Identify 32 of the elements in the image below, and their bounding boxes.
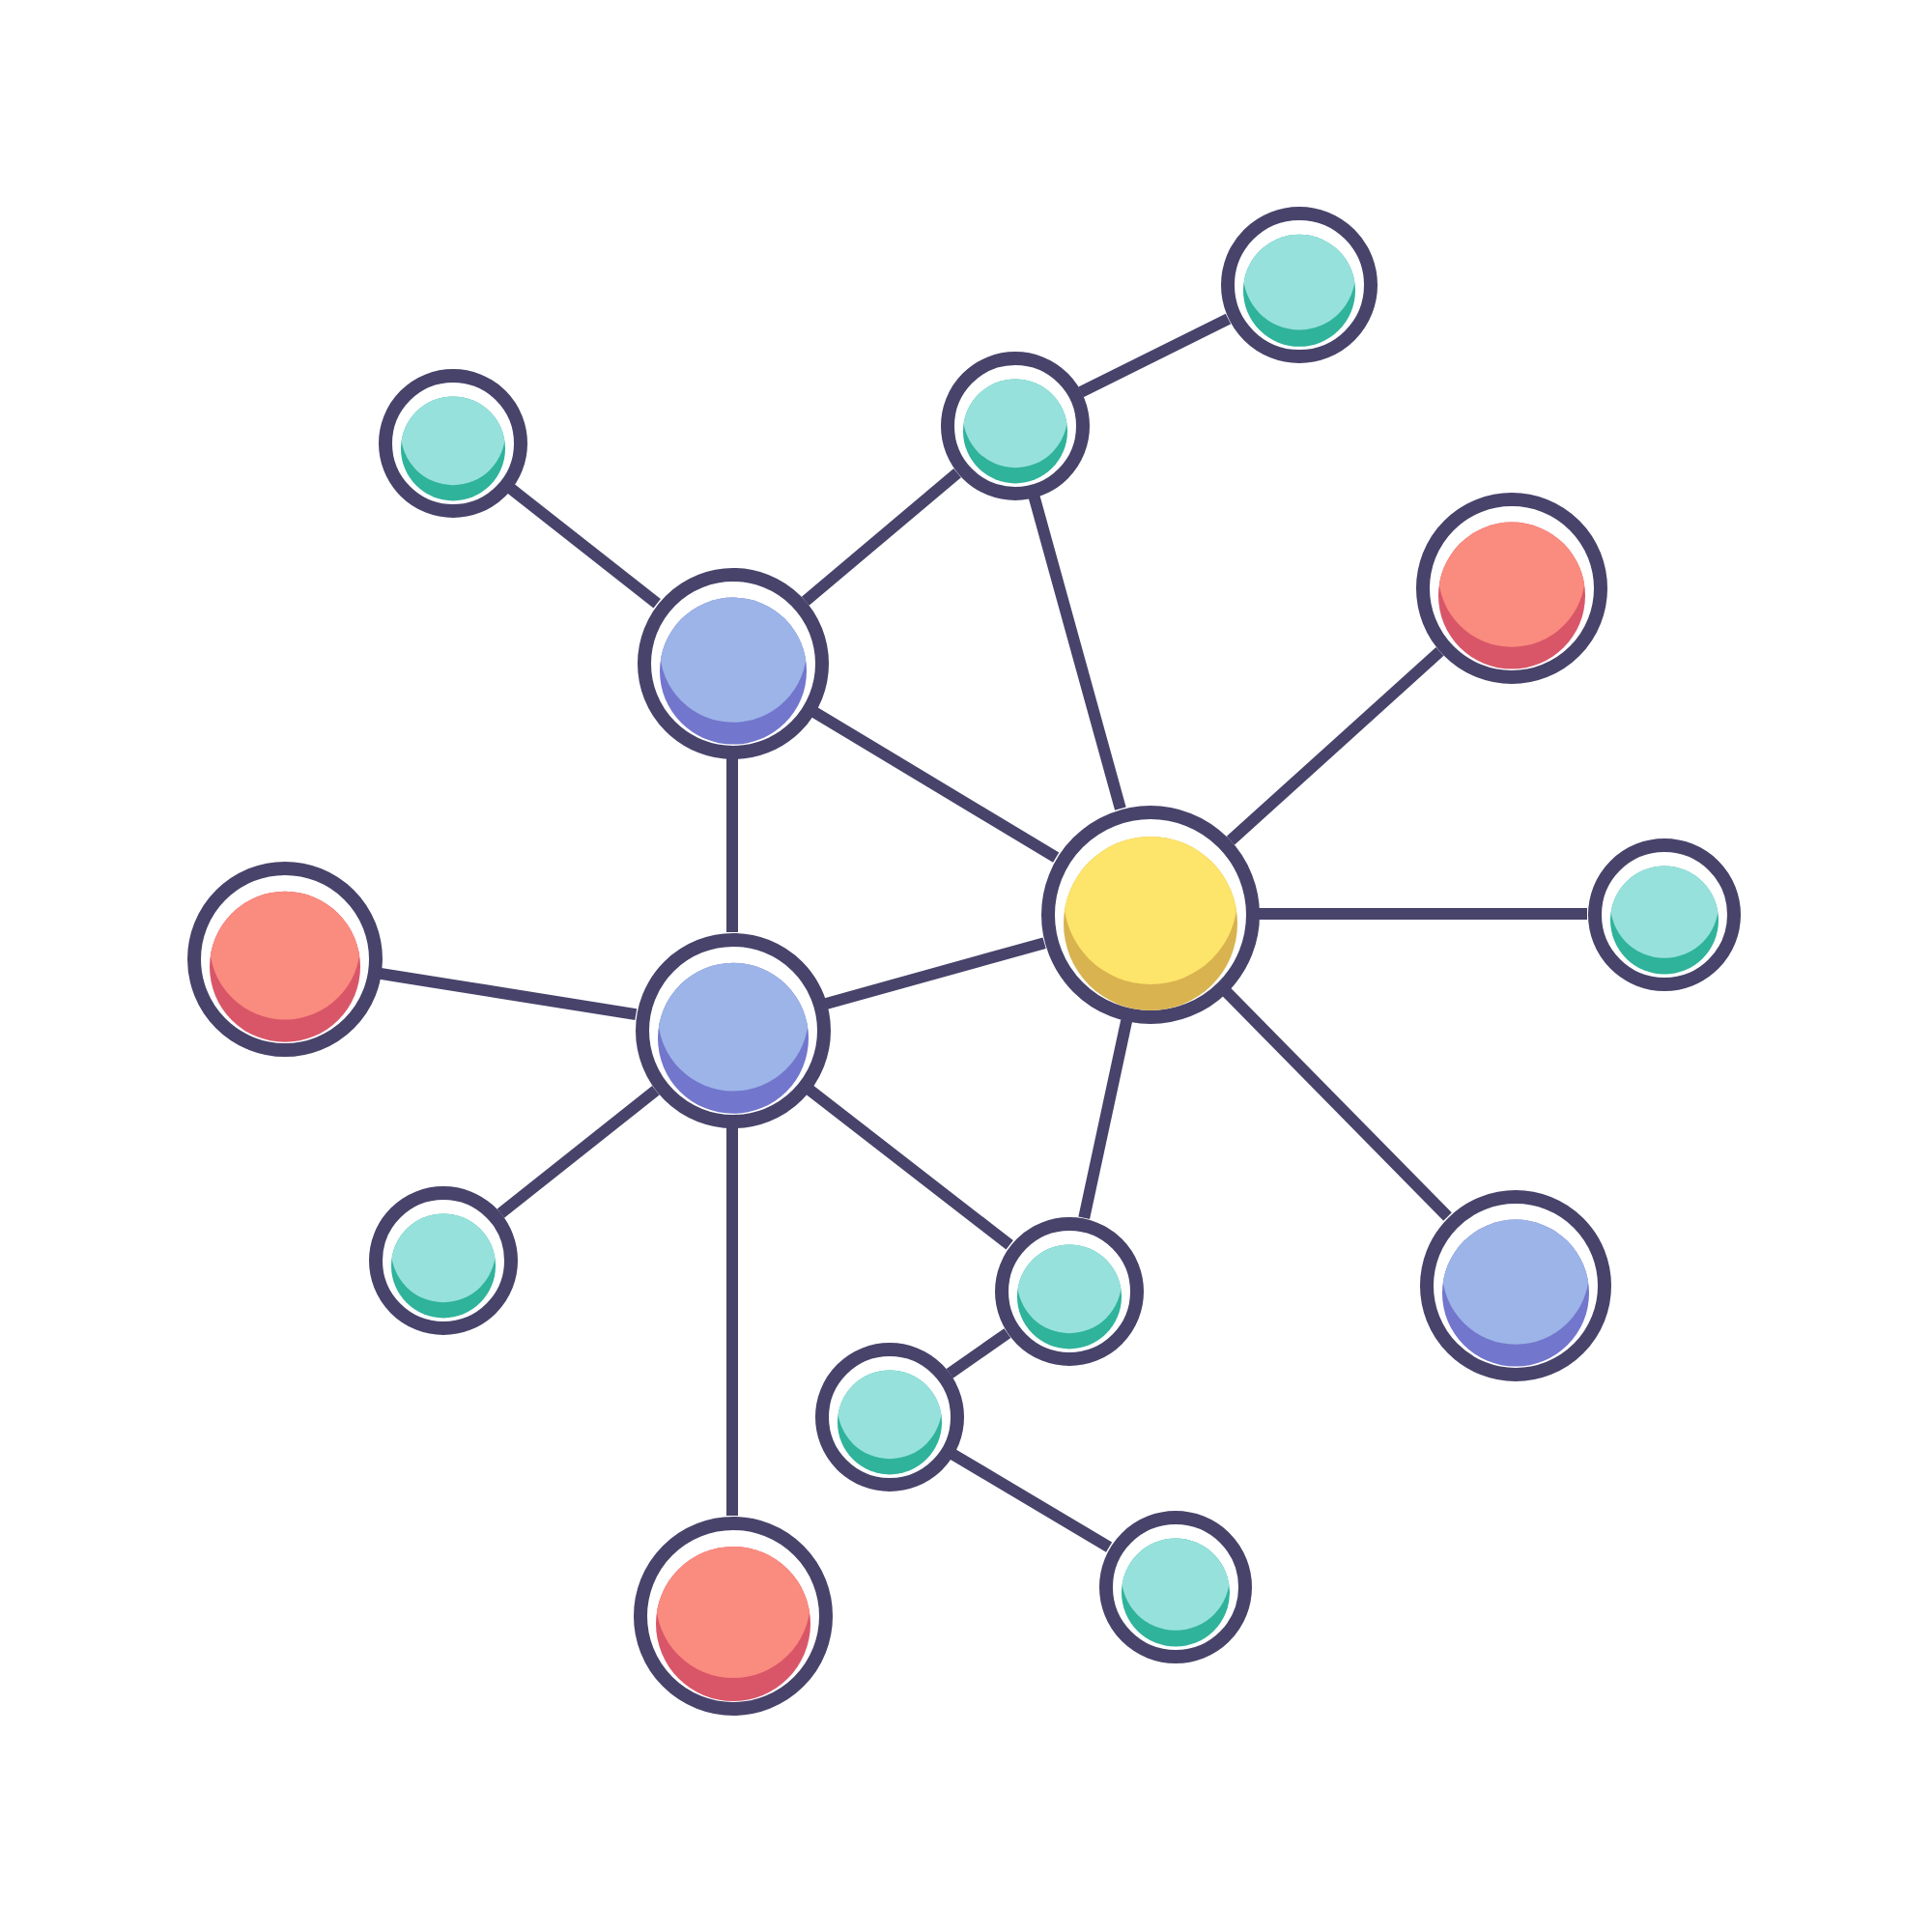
connector-line [1259,908,1587,920]
connector-line [950,1449,1113,1552]
node-circle [814,1342,963,1491]
connector-line [497,1086,660,1218]
node-circle [1040,805,1259,1023]
node-circle [186,861,382,1056]
node-circle [637,567,828,758]
node-circle [940,351,1089,499]
connector-line [1078,1019,1133,1219]
node-circle [378,368,526,517]
connector-line [726,1127,738,1516]
connector-line [1028,495,1126,810]
connector-line [1226,646,1444,845]
node-circle [1419,1189,1610,1380]
connector-line [506,483,661,609]
connector-line [1078,313,1232,398]
node-circle [635,932,830,1127]
node-circle [1220,206,1377,362]
node-circle [994,1216,1143,1365]
node-circle [633,1516,832,1715]
connector-line [379,968,638,1020]
node-circle [368,1185,517,1334]
connector-line [801,469,961,606]
node-circle [1098,1510,1251,1662]
node-circle [1415,492,1606,683]
connector-line [824,937,1046,1009]
connector-line [946,1328,1011,1378]
connector-line [810,706,1060,863]
connector-line [806,1085,1013,1250]
connector-line [726,758,738,932]
node-circle [1587,838,1740,990]
connector-line [1222,987,1452,1221]
